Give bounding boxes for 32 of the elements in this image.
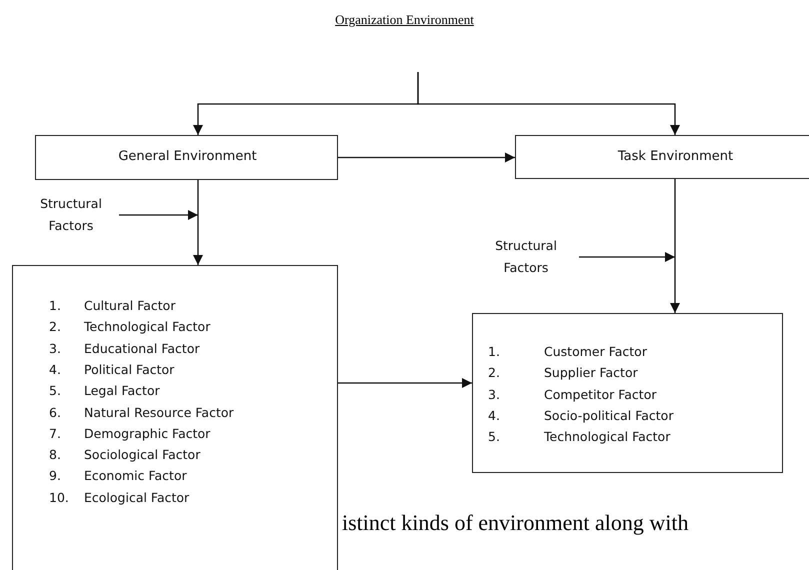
list-item: 4. Political Factor (49, 362, 174, 377)
body-text: istinct kinds of environment along with (342, 510, 688, 536)
list-item: 1. Cultural Factor (49, 298, 176, 313)
connector-arrow (670, 179, 680, 313)
arrow (119, 210, 198, 220)
list-item: 7. Demographic Factor (49, 426, 210, 441)
process-box (515, 135, 809, 179)
process-box (35, 135, 338, 180)
diagram-title: Organization Environment (335, 12, 474, 27)
box-title: General Environment (117, 149, 258, 164)
list-item: 2. Technological Factor (49, 319, 210, 334)
side-label: Structural Factors (494, 237, 558, 277)
factor-list-box (472, 313, 783, 473)
arrow (579, 252, 675, 262)
list-item: 1. Customer Factor (488, 344, 647, 359)
list-item: 3. Educational Factor (49, 340, 200, 356)
connector-arrow (193, 180, 203, 265)
connector-arrow (338, 152, 515, 162)
list-item: 3. Competitor Factor (488, 386, 656, 402)
list-item: 5. Legal Factor (49, 383, 160, 398)
list-item: 8. Sociological Factor (49, 447, 200, 462)
arrow (417, 72, 680, 135)
box-title: Task Environment (616, 149, 734, 164)
list-item: 2. Supplier Factor (488, 365, 638, 380)
factor-list-box (12, 265, 338, 570)
list-item: 4. Socio-political Factor (488, 408, 674, 423)
side-label: Structural Factors (39, 195, 103, 235)
list-item: 10. Ecological Factor (49, 490, 190, 505)
list-item: 5. Technological Factor (488, 429, 670, 444)
list-item: 9. Economic Factor (49, 468, 187, 484)
connector-arrow (338, 378, 472, 388)
list-item: 6. Natural Resource Factor (49, 404, 234, 420)
